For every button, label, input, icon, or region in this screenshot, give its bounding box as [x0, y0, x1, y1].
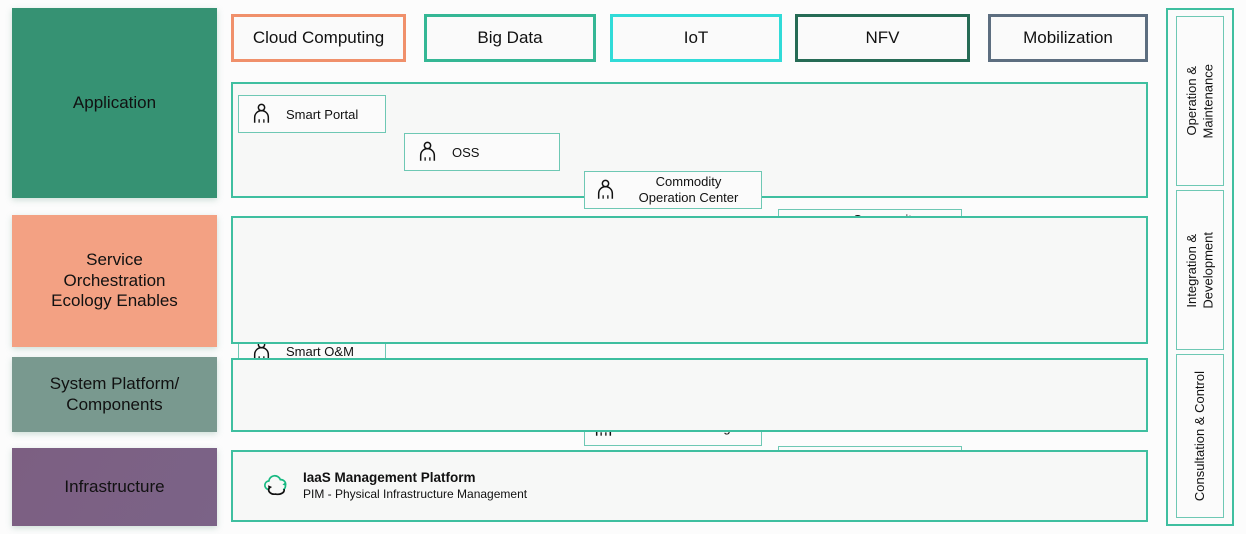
sidebar-item-label: Operation & Maintenance	[1183, 63, 1215, 139]
service-panel	[231, 216, 1148, 344]
infrastructure-panel	[231, 450, 1148, 522]
category-pill-iot[interactable]: IoT	[610, 14, 782, 62]
application-item-label: Smart O&M	[286, 343, 354, 359]
sidebar-item-operation-maintenance[interactable]: Operation & Maintenance	[1176, 16, 1224, 186]
category-pill-big-data[interactable]: Big Data	[424, 14, 596, 62]
category-pill-label: Mobilization	[1023, 28, 1113, 47]
category-pill-label: IoT	[683, 28, 709, 47]
layer-block-label: Application	[72, 92, 157, 112]
category-pill-mobilization[interactable]: Mobilization	[988, 14, 1148, 62]
application-item-oss[interactable]: OSS	[404, 133, 560, 171]
category-pill-cloud-computing[interactable]: Cloud Computing	[231, 14, 406, 62]
application-item-smart-portal[interactable]: Smart Portal	[238, 95, 386, 133]
system-platform-panel	[231, 358, 1148, 432]
layer-block-infrastructure: Infrastructure	[12, 448, 217, 526]
infrastructure-item-title: IaaS Management Platform	[303, 470, 476, 486]
application-item-label: Commodity Operation Center	[638, 174, 739, 205]
layer-block-system-platform: System Platform/ Components	[12, 357, 217, 432]
category-pill-label: NFV	[865, 28, 900, 47]
application-item-label: OSS	[452, 144, 480, 160]
category-pill-nfv[interactable]: NFV	[795, 14, 970, 62]
layer-block-application: Application	[12, 8, 217, 198]
person-icon	[595, 179, 616, 202]
layer-block-label: Infrastructure	[64, 476, 165, 496]
person-icon	[417, 141, 438, 164]
category-pill-label: Big Data	[477, 28, 543, 47]
infrastructure-item-subtitle: PIM - Physical Infrastructure Management	[303, 486, 528, 501]
application-item-label: Smart Portal	[286, 106, 359, 122]
layer-block-service: Service Orchestration Ecology Enables	[12, 215, 217, 347]
sidebar-item-integration-development[interactable]: Integration & Development	[1176, 190, 1224, 350]
cloud-refresh-icon	[262, 474, 291, 498]
person-icon	[251, 103, 272, 126]
application-item-commodity-operation-center[interactable]: Commodity Operation Center	[584, 171, 762, 209]
sidebar-item-consultation-control[interactable]: Consultation & Control	[1176, 354, 1224, 518]
category-pill-label: Cloud Computing	[252, 28, 385, 47]
sidebar-item-label: Consultation & Control	[1191, 370, 1207, 502]
sidebar-item-label: Integration & Development	[1183, 231, 1215, 309]
layer-block-label: Service Orchestration Ecology Enables	[51, 249, 178, 311]
layer-block-label: System Platform/ Components	[49, 373, 180, 414]
